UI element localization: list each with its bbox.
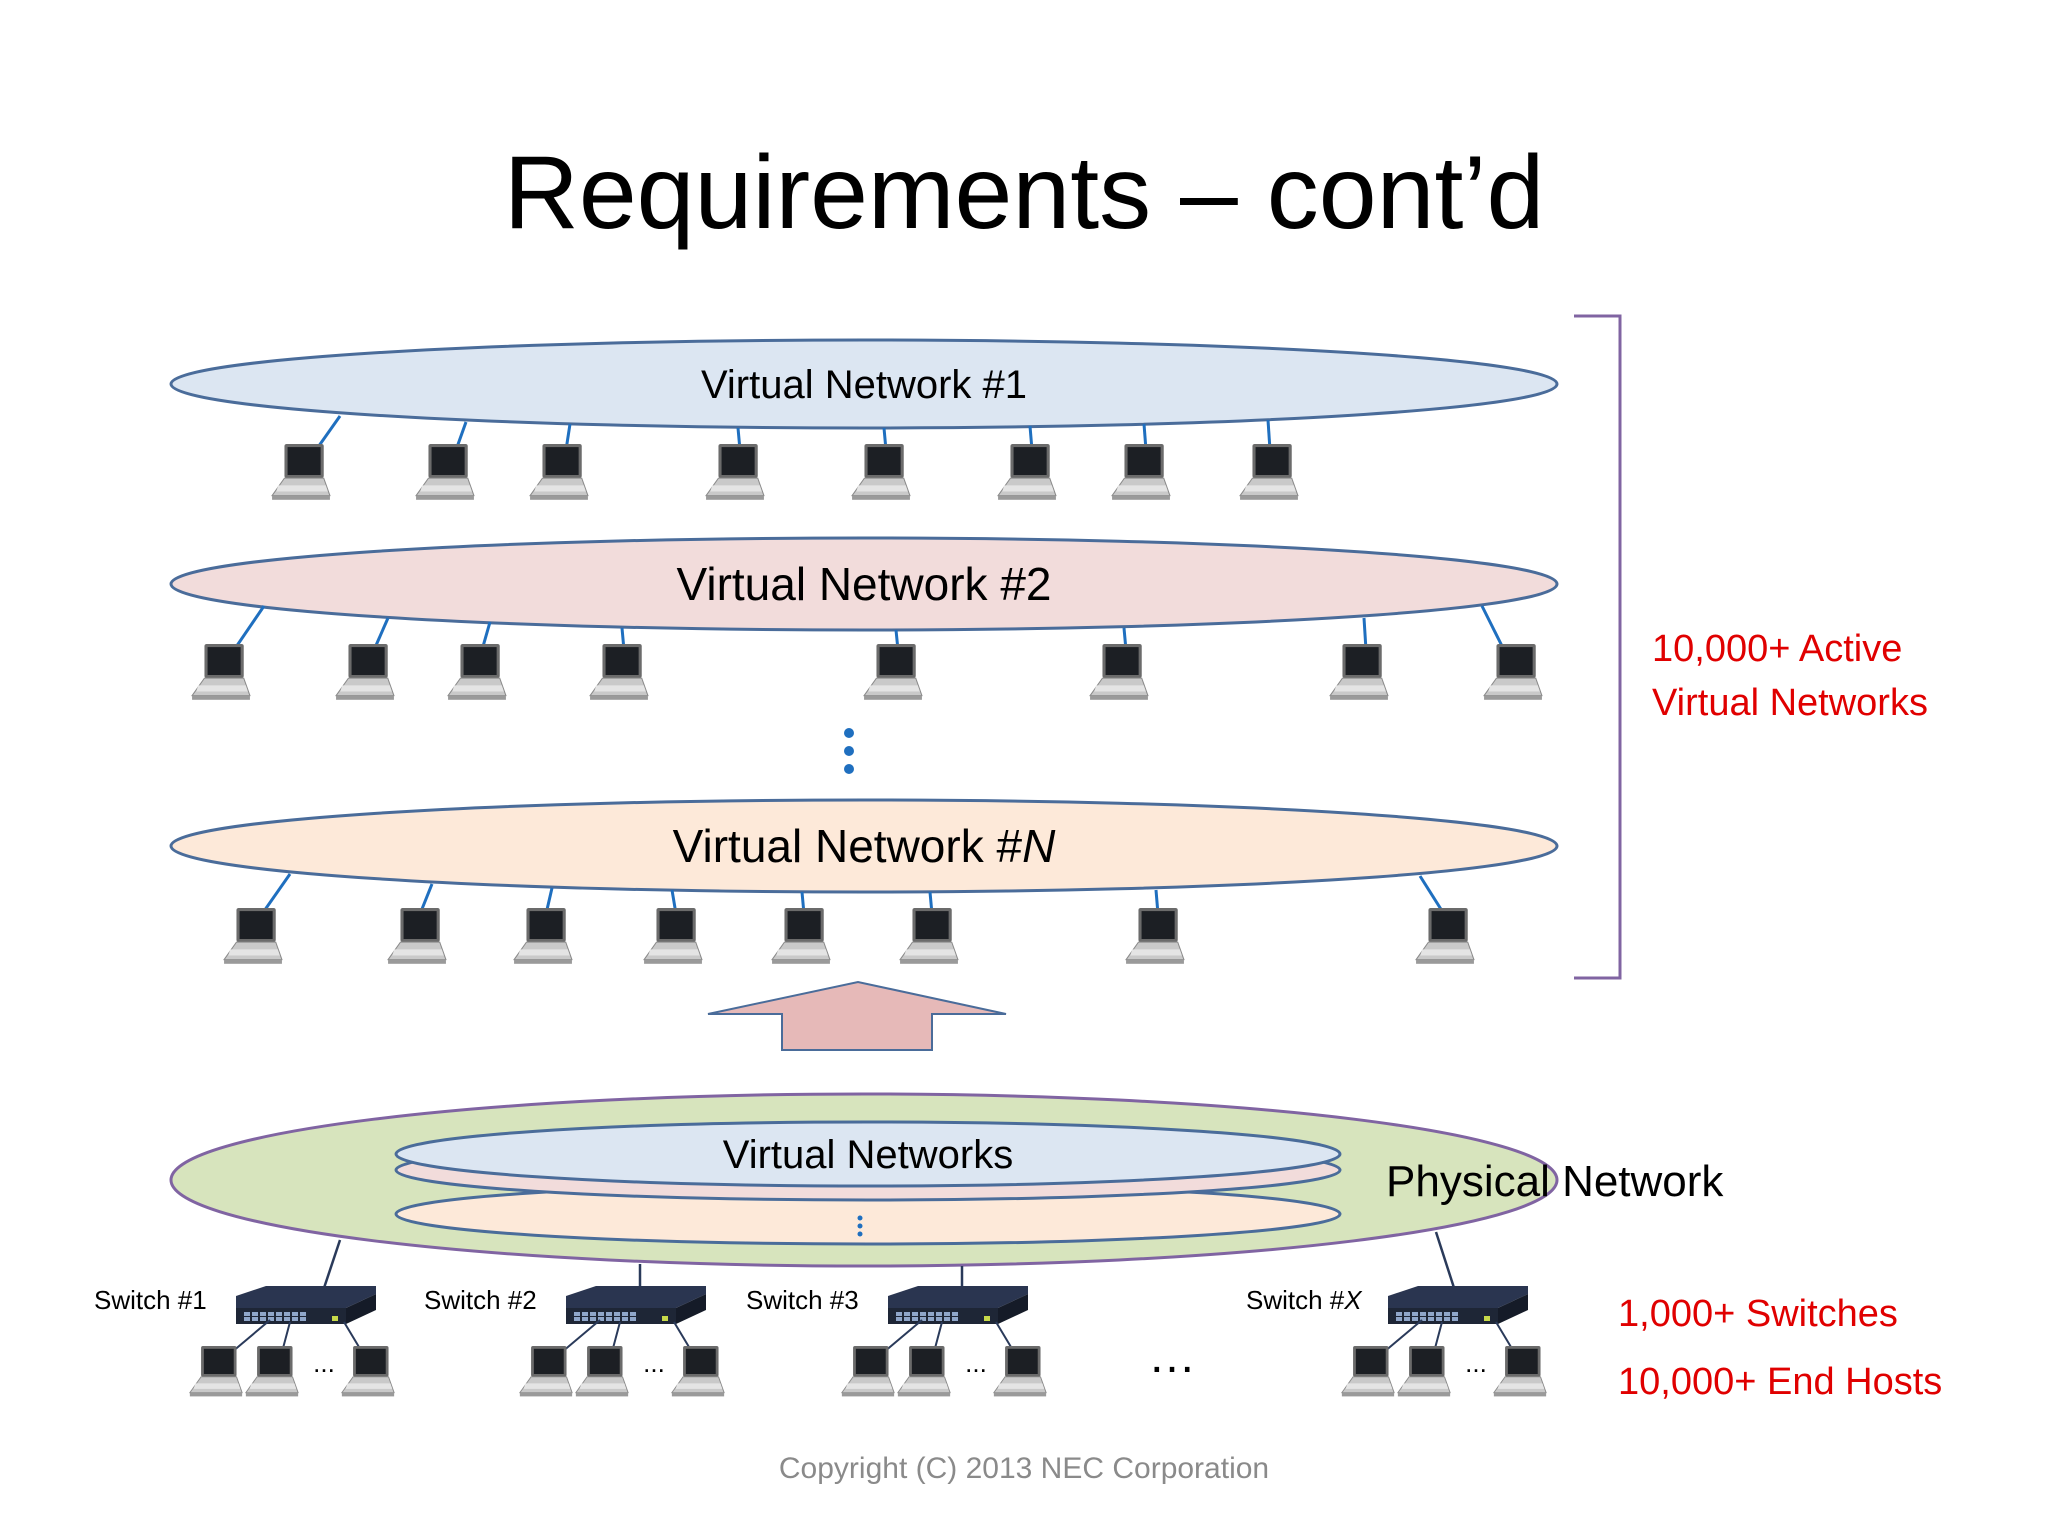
laptop-icon [1397, 1346, 1451, 1397]
laptop-icon [387, 908, 447, 965]
laptop-icon [223, 908, 283, 965]
switch-1-host-links [231, 1319, 363, 1353]
laptop-icon [997, 444, 1057, 501]
laptop-icon [771, 908, 831, 965]
laptop-icon [191, 644, 251, 701]
switch-x-label: Switch #X [1246, 1285, 1363, 1315]
bracket-icon [1574, 314, 1622, 980]
laptop-icon [415, 444, 475, 501]
switch-2-more-hosts: ... [643, 1348, 665, 1378]
physical-network: Virtual Networks Physical Network [169, 1092, 1724, 1268]
laptop-icon [1239, 444, 1299, 501]
switch-2-host-links [561, 1319, 693, 1353]
laptop-icon [1329, 644, 1389, 701]
switch-group-x: Switch #X ... [1246, 1285, 1547, 1397]
laptop-icon [643, 908, 703, 965]
laptop-icon [519, 1346, 573, 1397]
virtual-network-2: Virtual Network #2 [169, 536, 1559, 701]
virtual-network-2-label: Virtual Network #2 [677, 558, 1052, 610]
page-title: Requirements – cont’d [504, 135, 1545, 251]
laptop-icon [1415, 908, 1475, 965]
network-switch-icon [566, 1286, 706, 1324]
network-switch-icon [888, 1286, 1028, 1324]
inner-network-ellipse-1 [394, 1120, 1342, 1188]
more-switches-ellipsis: … [1148, 1330, 1196, 1383]
laptop-icon [589, 644, 649, 701]
requirement-end-hosts: 10,000+ End Hosts [1618, 1361, 1942, 1403]
laptop-icon [899, 908, 959, 965]
laptop-icon [851, 444, 911, 501]
laptop-icon [841, 1346, 895, 1397]
network-switch-icon [236, 1286, 376, 1324]
switch-group-3: Switch #3 ... [746, 1285, 1047, 1397]
laptop-icon [1483, 644, 1543, 701]
bracket-label: 10,000+ Active Virtual Networks [1652, 628, 1928, 724]
copyright-footer: Copyright (C) 2013 NEC Corporation [779, 1452, 1269, 1485]
laptop-icon [335, 644, 395, 701]
virtual-network-1-label: Virtual Network #1 [701, 363, 1027, 407]
laptop-icon [705, 444, 765, 501]
network-switch-icon [1388, 1286, 1528, 1324]
switch-group-2: Switch #2 ... [424, 1285, 725, 1397]
laptop-icon [1493, 1346, 1547, 1397]
laptop-icon [271, 444, 331, 501]
laptop-icon [245, 1346, 299, 1397]
switch-x-label-prefix: Switch # [1246, 1285, 1345, 1315]
physical-network-label: Physical Network [1386, 1157, 1724, 1206]
virtual-network-n: Virtual Network #N [169, 798, 1559, 965]
laptop-icon [189, 1346, 243, 1397]
switch-3-host-links [883, 1319, 1015, 1353]
virtual-network-n-label: Virtual Network #N [673, 820, 1056, 872]
requirement-switches: 1,000+ Switches [1618, 1293, 1898, 1335]
inner-vertical-ellipsis-icon [857, 1215, 863, 1237]
laptop-icon [529, 444, 589, 501]
bracket-label-line-2: Virtual Networks [1652, 682, 1928, 724]
switch-x-more-hosts: ... [1465, 1348, 1487, 1378]
laptop-icon [447, 644, 507, 701]
switch-group-1: Switch #1 ... [94, 1285, 395, 1397]
virtual-network-2-hosts [232, 605, 1506, 651]
vertical-ellipsis-icon [844, 728, 854, 774]
laptop-icon [1089, 644, 1149, 701]
switch-2-label: Switch #2 [424, 1285, 537, 1315]
inner-network-label: Virtual Networks [723, 1133, 1013, 1177]
laptop-icon [1125, 908, 1185, 965]
laptop-icon [897, 1346, 951, 1397]
switch-1-label: Switch #1 [94, 1285, 207, 1315]
switch-x-label-var: X [1343, 1285, 1363, 1315]
virtual-network-n-ellipse [169, 798, 1559, 894]
laptop-icon [993, 1346, 1047, 1397]
laptop-icon [1111, 444, 1171, 501]
virtual-network-1-ellipse [169, 338, 1559, 430]
laptop-icon [863, 644, 923, 701]
laptop-icon [1341, 1346, 1395, 1397]
switch-x-host-links [1383, 1319, 1515, 1353]
laptop-icon [575, 1346, 629, 1397]
switch-1-more-hosts: ... [313, 1348, 335, 1378]
virtual-network-n-label-prefix: Virtual Network # [673, 820, 1023, 872]
virtual-network-1: Virtual Network #1 [169, 338, 1559, 501]
switch-3-label: Switch #3 [746, 1285, 859, 1315]
virtual-network-n-label-var: N [1022, 820, 1056, 872]
laptop-icon [341, 1346, 395, 1397]
bracket-label-line-1: 10,000+ Active [1652, 628, 1902, 670]
laptop-icon [671, 1346, 725, 1397]
switch-3-more-hosts: ... [965, 1348, 987, 1378]
virtual-network-2-ellipse [169, 536, 1559, 632]
up-arrow-icon [707, 980, 1007, 1051]
laptop-icon [513, 908, 573, 965]
